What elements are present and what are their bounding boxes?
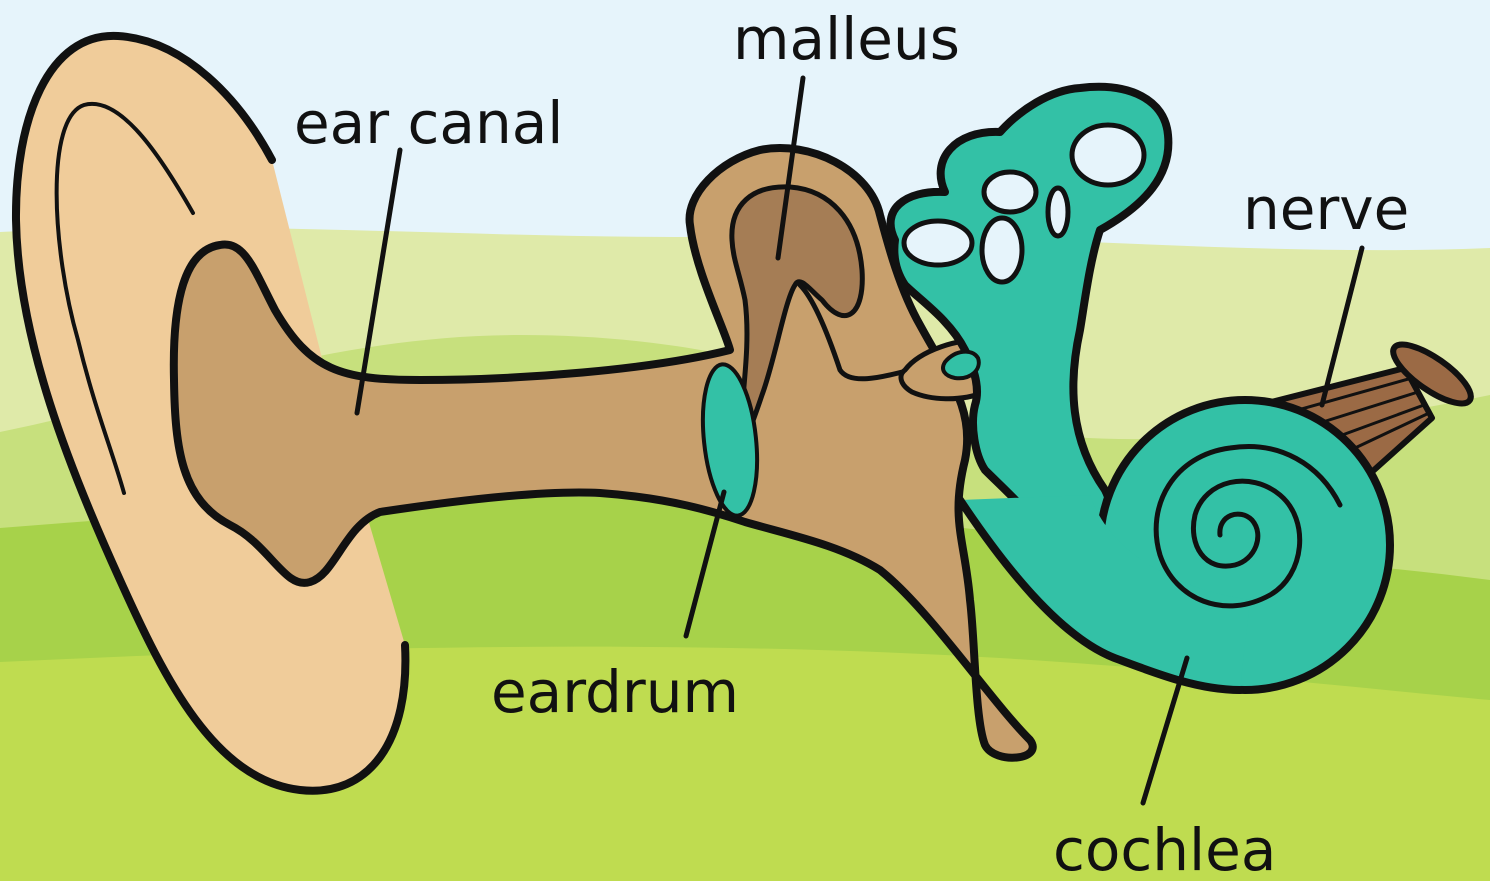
label-ear-canal: ear canal [294, 89, 563, 157]
canal-loop-3 [984, 172, 1036, 212]
label-malleus: malleus [733, 5, 960, 73]
canal-loop-1 [904, 221, 972, 265]
label-cochlea: cochlea [1053, 816, 1276, 881]
canal-loop-2 [982, 218, 1022, 282]
label-nerve: nerve [1243, 175, 1409, 243]
canal-loop-4 [1072, 125, 1144, 185]
canal-loop-5 [1048, 188, 1068, 236]
label-eardrum: eardrum [491, 658, 739, 726]
